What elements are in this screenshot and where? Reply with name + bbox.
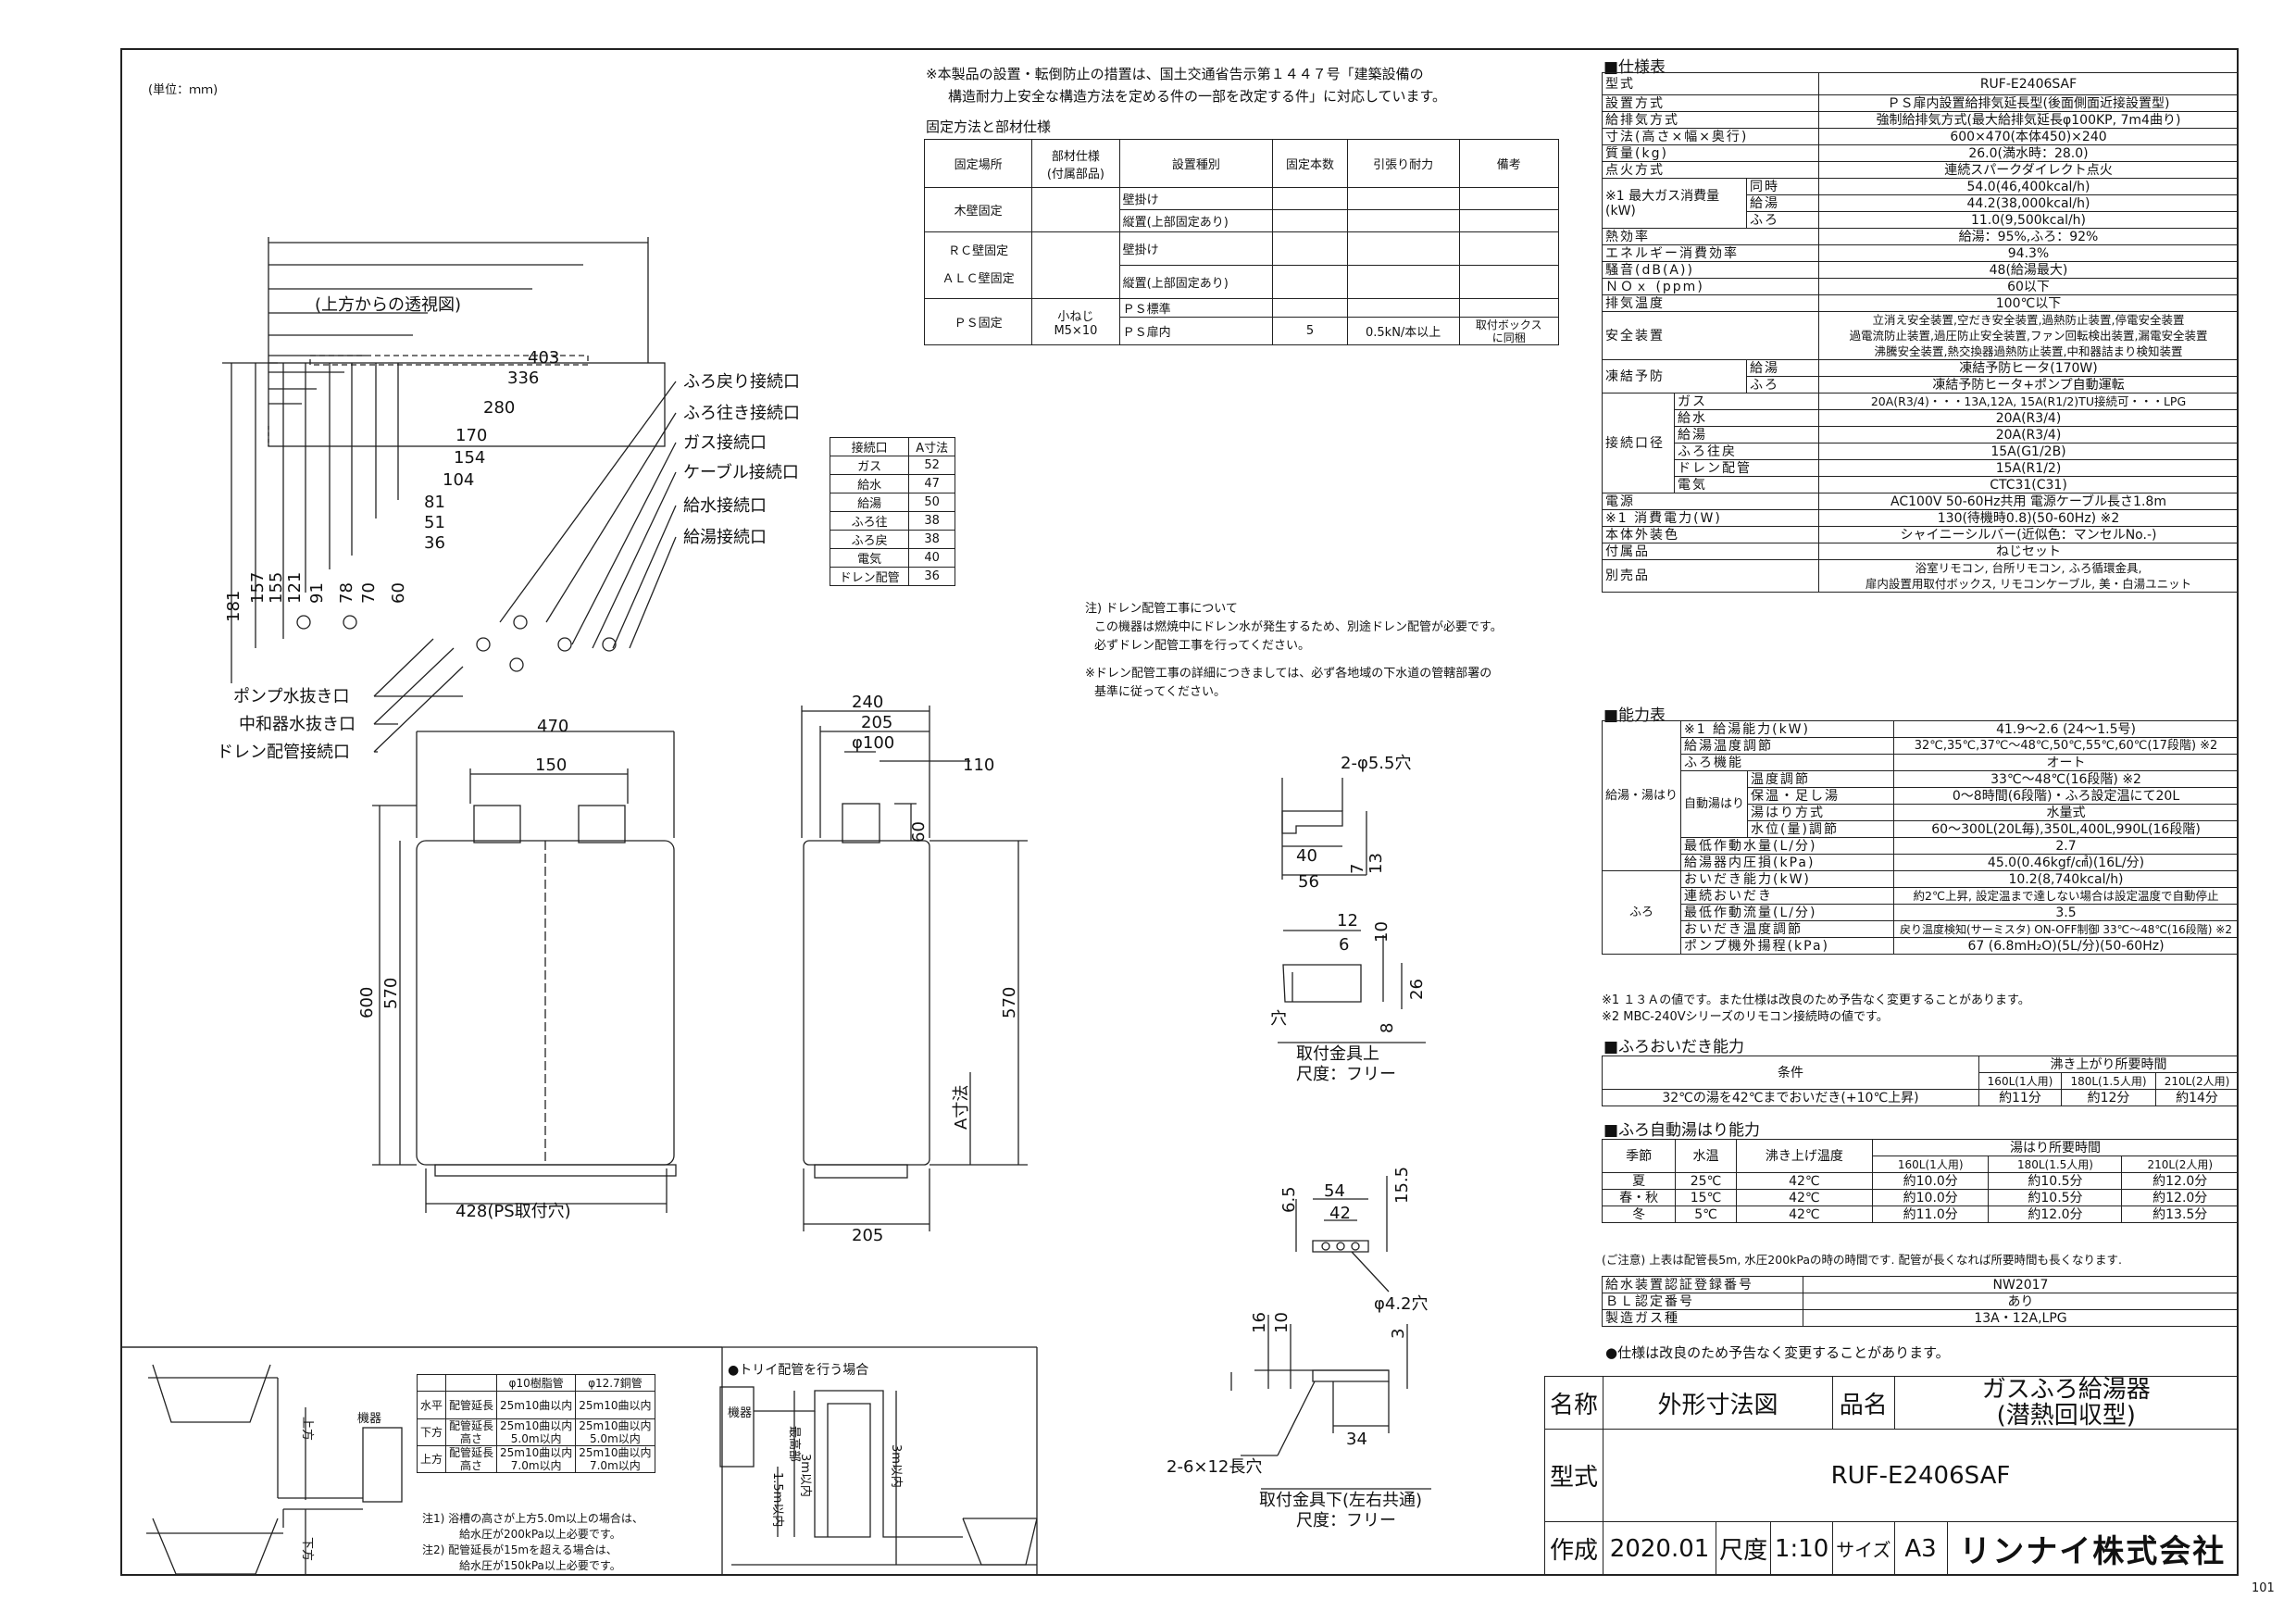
dim-205: 205	[861, 713, 892, 732]
upper-bracket-hole: 穴	[1270, 1009, 1287, 1029]
dim-60-side: 60	[909, 821, 929, 843]
bath-pipe-notes: 注1) 浴槽の高さが上方5.0m以上の場合は、給水圧が200kPa以上必要です。…	[422, 1512, 643, 1572]
unit-note: (単位：ｍｍ)	[148, 83, 218, 97]
dim-78: 78	[337, 582, 356, 604]
label-furo-supply: ふろ往き接続口	[683, 404, 800, 423]
lower-bracket-slots: 2-6×12長穴	[1167, 1457, 1262, 1477]
fixing-table: 固定場所部材仕様 (付属部品) 設置種別固定本数 引張り耐力備考 木壁固定壁掛け…	[923, 139, 1559, 345]
drain-note: 注) ドレン配管工事について この機器は燃焼中にドレン水が発生するため、別途ドレ…	[1085, 602, 1503, 699]
dim-8: 8	[1378, 1023, 1397, 1033]
label-neutralizer-drain: 中和器水抜き口	[239, 715, 356, 734]
label-drain-pipe: ドレン配管接続口	[217, 743, 350, 762]
dim-600: 600	[357, 987, 377, 1018]
dim-56: 56	[1298, 872, 1319, 892]
dim-154: 154	[454, 448, 485, 468]
label-water: 給水接続口	[683, 496, 767, 516]
dim-91: 91	[307, 582, 327, 604]
yuhari-note: (ご注意) 上表は配管長5m, 水圧200kPaの時の時間です. 配管が長くなれ…	[1602, 1253, 2122, 1267]
dim-10: 10	[1372, 921, 1391, 943]
dim-13: 13	[1366, 853, 1386, 874]
upper-bracket-title: 取付金具上	[1296, 1044, 1379, 1064]
yuhari-title: ■ふろ自動湯はり能力	[1603, 1121, 1761, 1140]
dim-54: 54	[1324, 1181, 1345, 1201]
dim-81: 81	[424, 493, 445, 512]
lower-bracket-title: 取付金具下(左右共通)	[1259, 1491, 1422, 1510]
dim-7: 7	[1348, 864, 1367, 874]
trap-unit-label: 機器	[728, 1406, 752, 1420]
dim-12: 12	[1337, 911, 1358, 931]
dim-170: 170	[455, 426, 487, 445]
dim-40: 40	[1296, 846, 1317, 866]
dim-240: 240	[852, 693, 883, 712]
dim-34: 34	[1346, 1430, 1367, 1449]
label-pump-drain: ポンプ水抜き口	[233, 687, 349, 706]
trap-h2: 1.5m以内	[770, 1472, 785, 1527]
bath-down-label: 下方	[300, 1537, 315, 1561]
lower-bracket-scale: 尺度：フリー	[1296, 1511, 1396, 1530]
dim-155: 155	[267, 572, 286, 604]
oidaki-title: ■ふろおいだき能力	[1603, 1038, 1745, 1056]
top-view-label: (上方からの透視図)	[315, 295, 461, 315]
dim-15-5: 15.5	[1392, 1167, 1412, 1204]
dim-428: 428(PS取付穴)	[455, 1202, 571, 1221]
drawing-svg: 403 336 280 170 154 104 81 51 36 181 157…	[122, 237, 1431, 1576]
label-furo-return: ふろ戻り接続口	[683, 372, 800, 392]
dim-403: 403	[528, 348, 559, 368]
dim-205-bottom: 205	[852, 1226, 883, 1245]
dim-16: 16	[1250, 1312, 1269, 1333]
dim-157: 157	[248, 572, 268, 604]
dim-70: 70	[359, 582, 379, 604]
upper-bracket-holes: 2-φ5.5穴	[1341, 754, 1411, 773]
dim-181: 181	[224, 591, 243, 622]
dim-150: 150	[535, 756, 567, 775]
oidaki-table: 条件沸き上がり所要時間 160L(1人用)180L(1.5人用)210L(2人用…	[1602, 1056, 2239, 1106]
yuhari-table: 季節水温沸き上げ温度湯はり所要時間 160L(1人用)180L(1.5人用)21…	[1601, 1139, 2240, 1223]
capability-notes: ※1 １３Ａの値です。また仕様は改良のため予告なく変更することがあります。※2 …	[1602, 993, 2030, 1024]
change-note: ●仕様は改良のため予告なく変更することがあります。	[1605, 1344, 1950, 1361]
title-block: 名称 外形寸法図 品名 ガスふろ給湯器(潜熱回収型) 型式 RUF-E2406S…	[1544, 1376, 2240, 1576]
dim-51: 51	[424, 513, 445, 532]
trap-h1: 3m以内	[798, 1454, 813, 1497]
bath-unit-label: 機器	[357, 1412, 381, 1426]
page-number: 101	[2252, 1581, 2275, 1595]
dim-121: 121	[285, 572, 305, 604]
dim-470: 470	[537, 717, 568, 736]
trap-h3: 3m以内	[889, 1444, 904, 1488]
dim-6: 6	[1339, 935, 1349, 955]
dim-570: 570	[381, 978, 401, 1009]
dim-104: 104	[443, 470, 474, 490]
dim-280: 280	[483, 398, 515, 418]
capability-table: 給湯・湯はり※1 給湯能力(kW)41.9～2.6 (24～1.5号) 給湯温度…	[1601, 720, 2239, 955]
dim-10-lower: 10	[1272, 1312, 1292, 1333]
trap-title: ●トリイ配管を行う場合	[728, 1363, 868, 1378]
label-hotwater: 給湯接続口	[683, 528, 767, 547]
label-gas: ガス接続口	[683, 433, 767, 453]
dim-3: 3	[1389, 1329, 1408, 1339]
dim-36: 36	[424, 533, 445, 553]
trap-top: 最高部	[787, 1426, 802, 1462]
dim-flue: φ100	[852, 733, 894, 753]
bath-up-label: 上方	[300, 1417, 315, 1441]
upper-bracket-scale: 尺度：フリー	[1296, 1065, 1396, 1084]
label-cable: ケーブル接続口	[683, 462, 799, 482]
dim-6-5: 6.5	[1279, 1186, 1299, 1213]
fixing-title: 固定方法と部材仕様	[926, 119, 1052, 135]
dim-60: 60	[389, 582, 408, 604]
lower-bracket-hole: φ4.2穴	[1374, 1294, 1429, 1314]
dim-110: 110	[963, 756, 994, 775]
installation-note: ※本製品の設置・転倒防止の措置は、国土交通省告示第１４４７号「建築設備の構造耐力…	[926, 66, 1447, 105]
dim-42: 42	[1329, 1204, 1351, 1223]
dim-570-side: 570	[1000, 987, 1019, 1018]
dim-26: 26	[1407, 979, 1427, 1000]
dim-a: A寸法	[952, 1085, 971, 1130]
dim-336: 336	[507, 369, 539, 388]
